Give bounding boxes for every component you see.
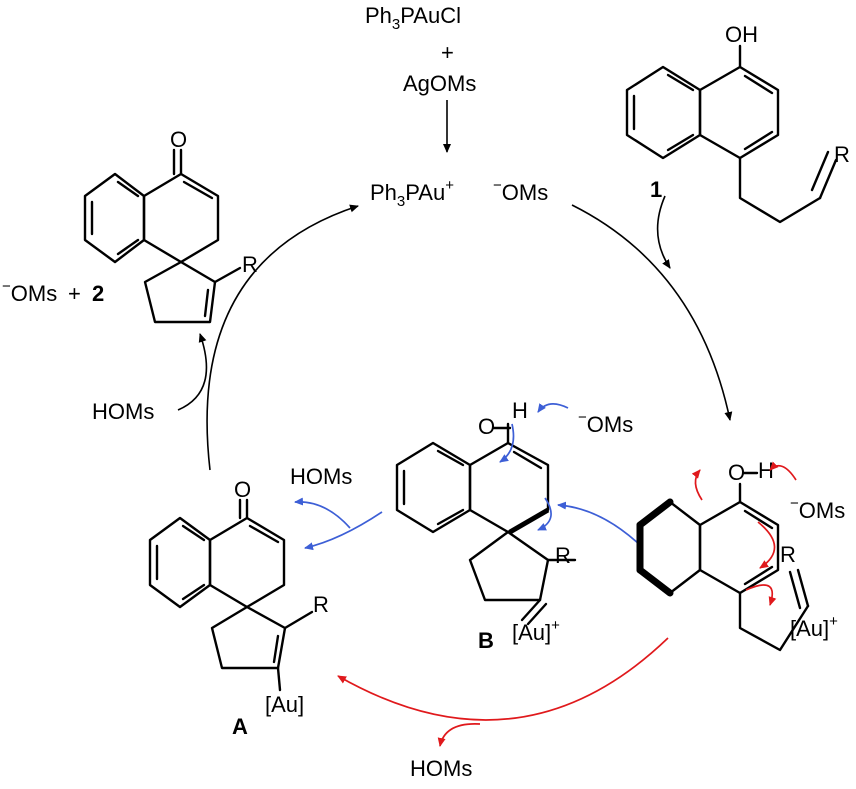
intermediate-B-r-label: R (555, 543, 571, 568)
intermediate-A-label: A (232, 714, 248, 739)
compound-1-number: 1 (650, 177, 662, 202)
intermediate-B-structure: O H −OMs R [Au]+ B (395, 398, 633, 653)
activated-phenol-ring (698, 500, 780, 595)
activated-complex-structure: O H −OMs R [Au]+ (636, 458, 845, 652)
B-hom-release-arrow (294, 497, 351, 529)
B-byproduct-label: HOMs (290, 464, 352, 489)
activated-deprotonation-arrow (769, 461, 797, 481)
substrate-entry-arrow (656, 195, 671, 269)
intermediate-B-base-label: −OMs (578, 409, 633, 437)
activated-ring-arrow (757, 521, 776, 569)
compound-1-structure: OH R 1 (625, 22, 850, 224)
product-carbonyl-o-label: O (170, 127, 187, 152)
product-2-number: 2 (92, 281, 104, 306)
intermediate-B-ring-arrow (537, 497, 552, 531)
intermediate-B-h-label: H (512, 398, 528, 423)
intermediate-A-r-label: R (313, 592, 329, 617)
red-path-byproduct-label: HOMs (410, 756, 472, 781)
plus-sign: + (441, 40, 454, 65)
intermediate-B-label: B (478, 628, 494, 653)
activated-h-label: H (758, 458, 774, 483)
release-ion-label: −OMs (2, 278, 57, 306)
compound-1-benzo-ring (625, 65, 702, 160)
intermediate-A-o-label: O (234, 477, 251, 502)
silver-mesylate-label: AgOMs (403, 71, 476, 96)
intermediate-A-enone-ring (208, 516, 286, 609)
intermediate-A-cyclopentene-ring (210, 605, 287, 670)
activated-oh-arrow (691, 469, 703, 501)
intermediate-B-enol-arrow (499, 423, 515, 463)
B-to-A-arrow (304, 511, 383, 551)
activated-alkyne-arrow (745, 584, 777, 606)
catalyst-precursor-label: Ph3PAuCl (365, 3, 461, 33)
mesylate-counterion-label: −OMs (493, 177, 548, 205)
catalyst-generation: Ph3PAuCl + AgOMs Ph3PAu+ −OMs (365, 3, 548, 210)
intermediate-B-cyclopentane-ring (468, 530, 550, 602)
protonation-arrow (177, 333, 208, 411)
product-enone-ring (142, 172, 220, 264)
activated-r-label: R (780, 542, 796, 567)
intermediate-A-structure: O R [Au] A (148, 477, 329, 739)
catalytic-cycle-arrows (177, 195, 733, 471)
activated-to-A-arrow (337, 637, 669, 721)
release-plus-sign: + (68, 281, 81, 306)
product-2-structure: O R −OMs + 2 (2, 127, 258, 324)
product-cyclopentene-ring (143, 260, 217, 324)
intermediate-B-o-label: O (478, 414, 495, 439)
intermediate-A-benzo-ring (148, 516, 212, 609)
cycle-arrow-regeneration (206, 204, 359, 471)
activated-au-label: [Au]+ (790, 613, 838, 641)
protonation-reagent-label: HOMs (92, 399, 154, 424)
intermediate-B-au-label: [Au]+ (512, 617, 560, 645)
intermediate-B-benzo-ring (395, 441, 472, 534)
blue-pathway-arrows: HOMs (290, 464, 641, 551)
activated-base-label: −OMs (790, 495, 845, 523)
product-benzo-ring (83, 172, 146, 264)
red-path-hom-release-arrow (437, 723, 481, 747)
activated-to-B-arrow (557, 501, 641, 546)
product-r-label: R (242, 252, 258, 277)
activated-o-label: O (728, 460, 745, 485)
intermediate-A-au-label: [Au] (265, 692, 304, 717)
intermediate-B-deprotonation-arrow (537, 403, 569, 413)
active-gold-catalyst-label: Ph3PAu+ (370, 177, 454, 210)
compound-1-r-label: R (834, 142, 850, 167)
compound-1-oh-label: OH (725, 22, 758, 47)
red-direct-pathway: HOMs (337, 637, 669, 781)
cycle-arrow-to-activation (571, 204, 733, 421)
compound-1-phenol-ring (698, 65, 780, 160)
